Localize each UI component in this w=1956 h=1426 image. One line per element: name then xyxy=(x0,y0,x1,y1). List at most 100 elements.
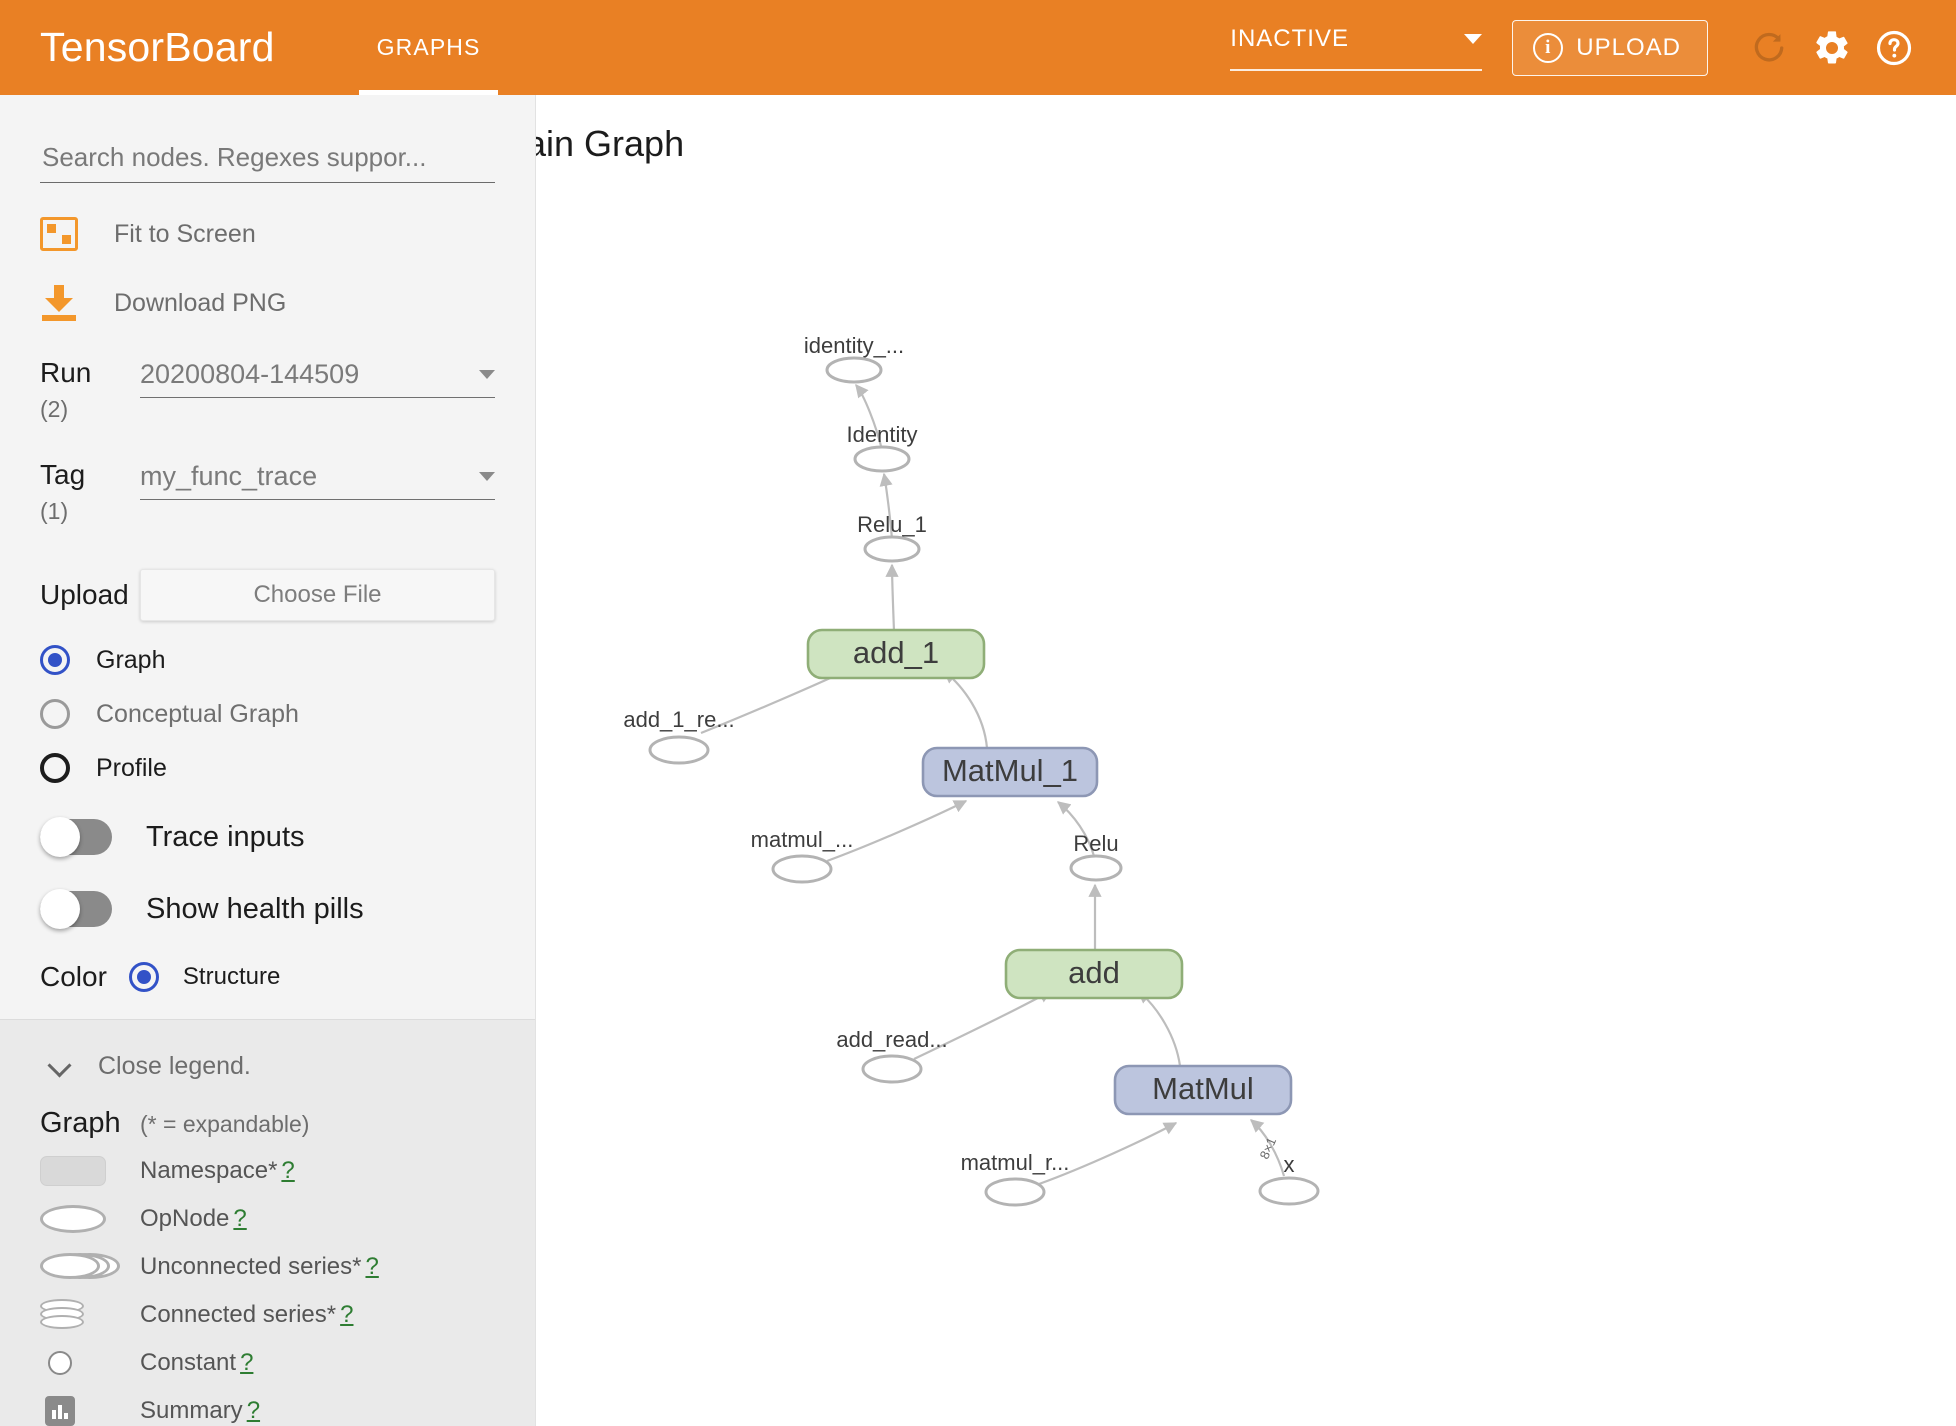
op-ellipse[interactable] xyxy=(863,535,921,563)
node-relu[interactable]: Relu xyxy=(1069,831,1123,882)
graph-canvas[interactable]: 8×1 identity_... Identity Relu_1 Relu xyxy=(536,95,1956,1426)
legend-help-namespace[interactable]: ? xyxy=(281,1157,295,1184)
node-add[interactable]: add xyxy=(1004,948,1184,1000)
svg-text:matmul_...: matmul_... xyxy=(751,827,854,852)
legend-help-constant[interactable]: ? xyxy=(240,1349,254,1376)
legend-help-summary[interactable]: ? xyxy=(246,1397,261,1424)
op-ellipse[interactable] xyxy=(648,735,710,765)
close-legend-label: Close legend. xyxy=(98,1052,251,1080)
radio-option-profile[interactable]: Profile xyxy=(40,753,495,783)
choose-file-button[interactable]: Choose File xyxy=(140,569,495,621)
op-ellipse[interactable] xyxy=(853,445,911,473)
header-tabs: GRAPHS xyxy=(358,0,499,95)
node-identity-out[interactable]: identity_... xyxy=(804,333,904,384)
op-ellipse[interactable] xyxy=(1258,1176,1320,1206)
edge-matmulread1-to-matmul1 xyxy=(826,800,968,863)
search-input[interactable] xyxy=(40,141,495,174)
color-label: Color xyxy=(40,961,107,992)
node-matmul-read-1[interactable]: matmul_... xyxy=(751,827,854,884)
namespace-box[interactable] xyxy=(1004,948,1184,1000)
app-brand: TensorBoard xyxy=(40,24,275,70)
op-ellipse[interactable] xyxy=(984,1177,1046,1207)
node-add-1[interactable]: add_1 xyxy=(806,628,986,680)
download-png-button[interactable]: Download PNG xyxy=(40,285,495,321)
radio-label-profile: Profile xyxy=(96,753,167,782)
chevron-down-icon xyxy=(479,472,495,481)
svg-text:matmul_r...: matmul_r... xyxy=(961,1150,1070,1175)
opnode-shape-icon xyxy=(40,1205,140,1233)
legend-help-connected-series[interactable]: ? xyxy=(340,1301,354,1328)
op-ellipse[interactable] xyxy=(825,356,883,384)
legend-panel: Close legend. Graph (* = expandable) Nam… xyxy=(0,1019,535,1426)
fit-to-screen-label: Fit to Screen xyxy=(114,219,256,248)
namespace-shape-icon xyxy=(40,1156,140,1186)
node-add-1-read[interactable]: add_1_re... xyxy=(623,707,735,765)
svg-text:Identity: Identity xyxy=(847,422,918,447)
sidebar-controls: Fit to Screen Download PNG Run (2) 20200… xyxy=(0,141,535,993)
toggle-trace-inputs[interactable]: Trace inputs xyxy=(40,817,495,857)
tag-dropdown[interactable]: my_func_trace xyxy=(140,461,495,500)
graph-op-nodes: identity_... Identity Relu_1 Relu x xyxy=(804,333,1320,1206)
run-dropdown[interactable]: 20200804-144509 xyxy=(140,359,495,398)
header-right-controls: INACTIVE i UPLOAD xyxy=(1230,19,1922,76)
radio-label-graph: Graph xyxy=(96,645,166,674)
node-identity[interactable]: Identity xyxy=(847,422,918,473)
sidebar: Fit to Screen Download PNG Run (2) 20200… xyxy=(0,95,536,1426)
radio-option-conceptual-graph[interactable]: Conceptual Graph xyxy=(40,699,495,729)
node-matmul[interactable]: MatMul xyxy=(1113,1064,1293,1116)
radio-option-graph[interactable]: Graph xyxy=(40,645,495,675)
node-x[interactable]: x xyxy=(1258,1152,1320,1206)
edge-x-to-matmul xyxy=(1250,1119,1286,1177)
fit-to-screen-button[interactable]: Fit to Screen xyxy=(40,217,495,251)
run-label: Run xyxy=(40,357,92,388)
refresh-icon[interactable] xyxy=(1742,20,1798,76)
svg-text:add_read...: add_read... xyxy=(836,1027,947,1052)
legend-help-opnode[interactable]: ? xyxy=(233,1205,247,1232)
upload-button[interactable]: i UPLOAD xyxy=(1512,19,1708,76)
node-add-read[interactable]: add_read... xyxy=(836,1027,948,1084)
op-ellipse[interactable] xyxy=(861,1054,923,1084)
svg-text:Relu_1: Relu_1 xyxy=(857,512,927,537)
legend-help-unconnected-series[interactable]: ? xyxy=(365,1253,379,1280)
legend-label-summary: Summary xyxy=(140,1397,243,1424)
toggle-icon-show-health-pills xyxy=(40,889,112,929)
toggle-show-health-pills[interactable]: Show health pills xyxy=(40,889,495,929)
run-selector-row: Run (2) 20200804-144509 xyxy=(40,359,495,423)
edge-identity-to-identityout xyxy=(855,383,884,451)
graph-svg[interactable]: 8×1 identity_... Identity Relu_1 Relu xyxy=(536,95,1956,1426)
legend-title: Graph xyxy=(40,1107,121,1139)
legend-note: (* = expandable) xyxy=(140,1111,310,1137)
namespace-box[interactable] xyxy=(921,746,1099,798)
svg-text:8×1: 8×1 xyxy=(1257,1135,1280,1161)
tab-graphs[interactable]: GRAPHS xyxy=(358,0,499,95)
gear-icon[interactable] xyxy=(1804,20,1860,76)
op-ellipse[interactable] xyxy=(771,854,833,884)
node-matmul-read[interactable]: matmul_r... xyxy=(961,1150,1070,1207)
run-count: (2) xyxy=(40,396,69,422)
legend-label-constant: Constant xyxy=(140,1349,237,1376)
toggle-label-show-health-pills: Show health pills xyxy=(146,892,364,925)
unconnected-series-shape-icon xyxy=(40,1252,140,1282)
edge-relu1-to-identity xyxy=(879,472,894,540)
node-relu-1[interactable]: Relu_1 xyxy=(857,512,927,563)
svg-text:MatMul_1: MatMul_1 xyxy=(942,753,1078,788)
tag-value: my_func_trace xyxy=(140,461,318,491)
radio-icon-structure[interactable] xyxy=(128,962,159,992)
upload-button-label: UPLOAD xyxy=(1576,33,1681,61)
edge-matmul1-to-add1 xyxy=(942,670,989,749)
color-option-structure-label: Structure xyxy=(182,963,281,990)
node-matmul-1[interactable]: MatMul_1 xyxy=(921,746,1099,798)
namespace-box[interactable] xyxy=(806,628,986,680)
close-legend-button[interactable]: Close legend. xyxy=(40,1052,495,1081)
help-icon[interactable] xyxy=(1866,20,1922,76)
run-status-label: INACTIVE xyxy=(1230,24,1349,52)
radio-icon-graph xyxy=(40,645,70,675)
legend-item-unconnected-series: Unconnected series*? xyxy=(40,1250,495,1284)
legend-item-namespace: Namespace*? xyxy=(40,1154,495,1188)
op-ellipse[interactable] xyxy=(1069,854,1123,882)
toggle-label-trace-inputs: Trace inputs xyxy=(146,820,305,853)
legend-label-namespace: Namespace* xyxy=(140,1157,278,1184)
legend-header: Graph (* = expandable) xyxy=(40,1107,495,1140)
run-status-dropdown[interactable]: INACTIVE xyxy=(1230,24,1483,71)
namespace-box[interactable] xyxy=(1113,1064,1293,1116)
